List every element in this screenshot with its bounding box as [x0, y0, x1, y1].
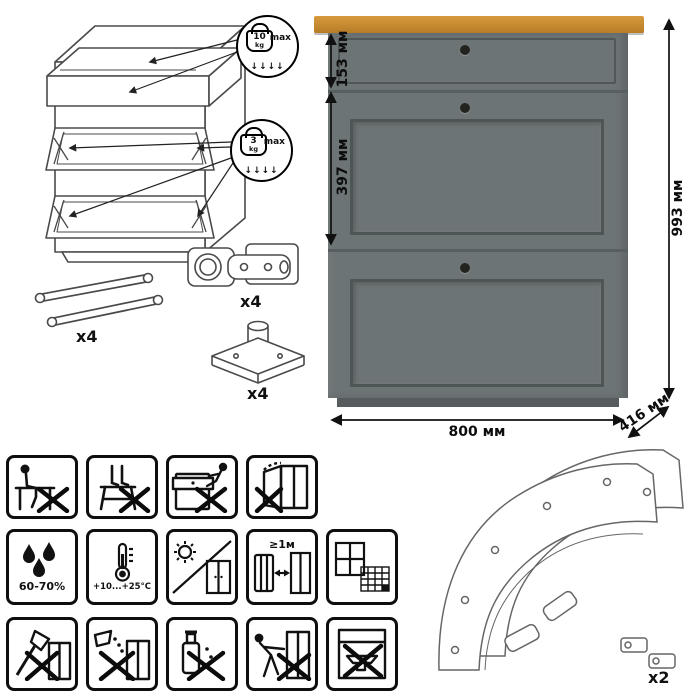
- drawer-front: [338, 38, 616, 84]
- warning-door-swing: [246, 455, 318, 519]
- warning-no-standing: [86, 455, 158, 519]
- warning-avoid-sunlight: [166, 529, 238, 605]
- down-arrows-icon: ↓↓↓↓: [250, 62, 285, 72]
- warning-ventilation: [326, 529, 398, 605]
- no-sitting-icon: [14, 464, 70, 513]
- no-climbing-drawer-icon: [171, 462, 228, 513]
- no-pushing-icon: [254, 630, 312, 681]
- dim-flap-height: 397 мм: [335, 138, 351, 196]
- no-standing-icon: [99, 464, 151, 513]
- bottom-flap-knob: [460, 263, 470, 273]
- side-panel-front: [438, 463, 658, 671]
- no-anvil-icon: [337, 628, 387, 680]
- warning-no-liquids: [86, 617, 158, 691]
- radiator-distance-icon: [253, 551, 312, 595]
- dim-drawer-height: 153 мм: [335, 30, 351, 88]
- weight-limit-badge-flap: 3 kg max ↓↓↓↓: [230, 119, 293, 182]
- max-label: max: [269, 33, 291, 43]
- stay-count-label: x4: [76, 327, 98, 346]
- bottom-flap-panel: [350, 279, 604, 387]
- side-panels-drawing: [438, 449, 684, 671]
- down-arrows-icon: ↓↓↓↓: [244, 166, 279, 176]
- warning-no-chemicals: [166, 617, 238, 691]
- weight-unit: kg: [249, 145, 258, 154]
- callout-lines: [68, 39, 238, 218]
- no-axe-icon: [15, 629, 72, 681]
- warning-no-sitting: [6, 455, 78, 519]
- hinge-drawing: [187, 243, 299, 287]
- window-grid-icon: [334, 541, 390, 592]
- temperature-value: +10...+25°С: [92, 582, 152, 593]
- no-chemicals-icon: [181, 630, 226, 681]
- no-spill-icon: [93, 629, 151, 681]
- warning-humidity: 60-70%: [6, 529, 78, 605]
- cabinet-base: [337, 398, 619, 407]
- kettlebell-icon: 3 kg: [240, 127, 267, 156]
- min-distance-value: ≥1м: [269, 538, 295, 551]
- foot-count-label: x4: [247, 384, 269, 403]
- weight-value: 10: [253, 32, 266, 43]
- warning-no-climbing-drawer: [166, 455, 238, 519]
- max-label: max: [263, 137, 285, 147]
- middle-flap-knob: [460, 103, 470, 113]
- warning-temperature: +10...+25°С: [86, 529, 158, 605]
- weight-value: 3: [250, 136, 257, 147]
- foot-drawing: [211, 320, 305, 384]
- warning-no-pushing: [246, 617, 318, 691]
- hinge-count-label: x4: [240, 292, 262, 311]
- warning-no-heavy-objects: [326, 617, 398, 691]
- sun-wardrobe-icon: [172, 540, 232, 595]
- cabinet-worktop: [314, 16, 644, 33]
- warning-radiator-distance: ≥1м: [246, 529, 318, 605]
- panel-count-label: x2: [648, 668, 670, 687]
- lid-stay-drawing: [34, 272, 164, 328]
- cabinet-render-body: [328, 33, 628, 398]
- dim-width: 800 мм: [448, 424, 506, 440]
- humidity-drops-icon: [23, 542, 55, 577]
- wireframe-and-hardware-drawing: [34, 25, 305, 384]
- dimension-lines: [325, 18, 675, 439]
- drawer-knob: [460, 45, 470, 55]
- section-divider: [328, 90, 628, 93]
- thermometer-icon: [114, 543, 133, 582]
- bracket-parts: [620, 637, 676, 669]
- section-divider: [328, 249, 628, 252]
- humidity-value: 60-70%: [18, 580, 66, 593]
- warning-no-sharp-impact: [6, 617, 78, 691]
- kettlebell-icon: 10 kg: [246, 23, 273, 52]
- weight-limit-badge-drawer: 10 kg max ↓↓↓↓: [236, 15, 299, 78]
- door-swing-icon: [254, 461, 309, 513]
- dim-total-height: 993 мм: [670, 179, 686, 237]
- weight-unit: kg: [255, 41, 264, 50]
- middle-flap-panel: [350, 119, 604, 235]
- dimension-arrows: [325, 18, 675, 439]
